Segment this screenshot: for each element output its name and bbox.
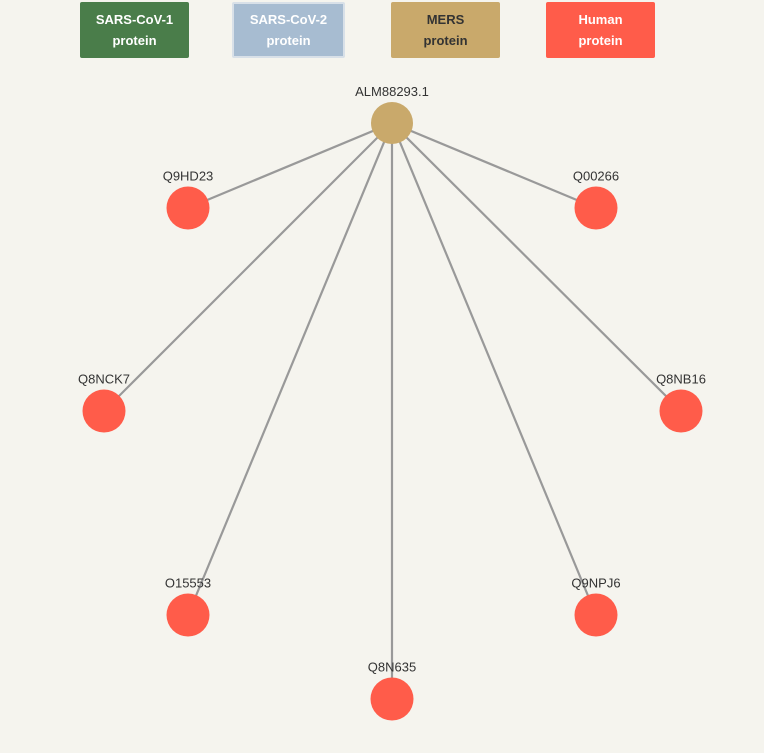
node-label: O15553 [165,576,211,591]
legend-label-line2: protein [578,33,623,48]
human-node-q8nb16[interactable]: Q8NB16 [656,372,706,433]
human-node-circle[interactable] [574,186,618,230]
human-node-circle[interactable] [574,593,618,637]
node-label: Q8NB16 [656,372,706,387]
legend-label-line1: SARS-CoV-1 [95,12,174,27]
human-node-q00266[interactable]: Q00266 [573,169,619,230]
node-label: Q9HD23 [163,169,214,184]
human-node-circle[interactable] [370,677,414,721]
human-node-q9npj6[interactable]: Q9NPJ6 [571,576,621,637]
node-label: Q8N635 [368,660,416,675]
legend-label-line2: protein [266,33,311,48]
mers-node-alm88293-1[interactable]: ALM88293.1 [355,84,429,144]
node-label: Q8NCK7 [78,372,130,387]
edge-alm88293-1-q9npj6 [390,122,598,616]
edge-alm88293-1-q00266 [391,121,597,210]
legend-label-line2: protein [112,33,157,48]
legend-label-line2: protein [423,33,468,48]
human-node-circle[interactable] [82,389,126,433]
legend-sars-cov-2-button[interactable]: SARS-CoV-2 protein [232,2,345,58]
edge-alm88293-1-o15553 [186,122,394,616]
legend-mers-button[interactable]: MERS protein [391,2,500,58]
human-node-o15553[interactable]: O15553 [165,576,211,637]
edge-alm88293-1-q9hd23 [187,121,393,210]
edge-alm88293-1-q8nb16 [391,122,682,412]
node-label: ALM88293.1 [355,84,429,99]
legend-label-line1: MERS [426,12,465,27]
legend-label-line1: Human [578,12,623,27]
node-label: Q00266 [573,169,619,184]
edge-group [103,121,682,699]
human-node-circle[interactable] [659,389,703,433]
human-node-circle[interactable] [166,186,210,230]
human-node-q9hd23[interactable]: Q9HD23 [163,169,214,230]
legend-label-line1: SARS-CoV-2 [249,12,328,27]
mers-node-circle[interactable] [371,102,413,144]
human-node-q8n635[interactable]: Q8N635 [368,660,416,721]
human-node-circle[interactable] [166,593,210,637]
legend-sars-cov-1-button[interactable]: SARS-CoV-1 protein [80,2,189,58]
legend-human-button[interactable]: Human protein [546,2,655,58]
node-label: Q9NPJ6 [571,576,620,591]
edge-alm88293-1-q8nck7 [103,122,393,412]
human-node-q8nck7[interactable]: Q8NCK7 [78,372,130,433]
